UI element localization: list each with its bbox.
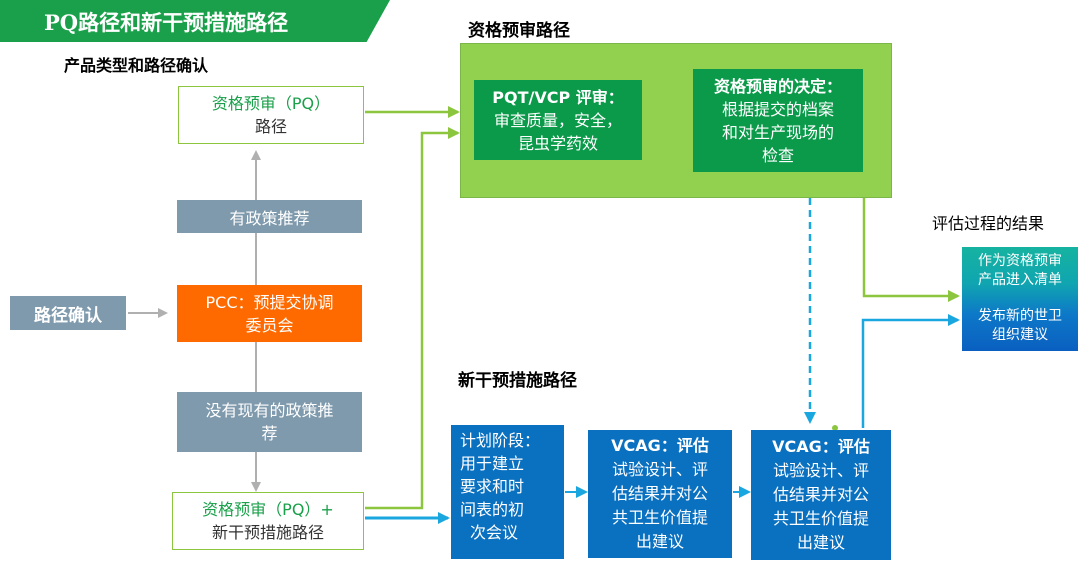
decision-line2: 根据提交的档案 [721,99,834,119]
pq-plus-line2: 新干预措施路径 [211,523,324,542]
vcag2-line5: 出建议 [796,533,845,552]
pqt-review-box: PQT/VCP 评审： 审查质量，安全， 昆虫学药效 [474,80,642,160]
arrow-vcag2-to-who [861,314,960,428]
vcag2-line4: 共卫生价值提 [772,509,869,528]
vcag2-line3: 估结果并对公 [772,485,869,504]
review-line1: PQT/VCP 评审： [492,87,624,107]
arrow-pqplus-to-pathway [365,127,460,510]
no-policy-line2: 荐 [261,424,278,443]
pcc-line2: 委员会 [245,315,294,335]
vcag1-line4: 共卫生价值提 [611,508,708,527]
planning-line4: 间表的初 [460,500,525,519]
pq-plus-new-box: 资格预审（PQ）+ 新干预措施路径 [172,492,364,550]
vcag2-line2: 试验设计、评 [772,461,869,480]
decision-line4: 检查 [761,145,794,165]
no-policy-box: 没有现有的政策推 荐 [177,392,362,452]
pq-plus-line1: 资格预审（PQ）+ [202,500,334,519]
pq-pathway-heading: 资格预审路径 [468,21,570,41]
new-pathway-heading: 新干预措施路径 [458,371,577,391]
outcome-listed-line2: 产品进入清单 [978,272,1062,288]
planning-line1: 计划阶段： [460,431,541,450]
vcag2-line1: VCAG：评估 [772,437,870,456]
vcag1-line3: 估结果并对公 [611,484,708,503]
pq-route-box: 资格预审（PQ） 路径 [178,86,364,144]
pcc-box: PCC：预提交协调 委员会 [177,285,362,342]
pq-route-line1: 资格预审（PQ） [211,94,331,113]
outcome-who-line2: 组织建议 [992,327,1048,343]
vcag-box-1: VCAG：评估 试验设计、评 估结果并对公 共卫生价值提 出建议 [588,430,732,558]
junction-dot [832,425,838,431]
vcag-box-2: VCAG：评估 试验设计、评 估结果并对公 共卫生价值提 出建议 [751,430,891,560]
vcag1-line2: 试验设计、评 [611,460,708,479]
arrow-pathway-to-listed [862,198,960,302]
pq-decision-box: 资格预审的决定： 根据提交的档案 和对生产现场的 检查 [693,69,863,172]
pq-route-line2: 路径 [254,117,287,136]
decision-line3: 和对生产现场的 [721,122,834,142]
review-line2: 审查质量，安全， [493,110,622,130]
title-banner: PQ路径和新干预措施路径 [0,0,390,42]
vcag1-line1: VCAG：评估 [611,436,709,455]
outcomes-heading: 评估过程的结果 [932,214,1045,233]
policy-recommended-box: 有政策推荐 [177,200,362,233]
pcc-line1: PCC：预提交协调 [205,292,334,312]
outcome-listed-line1: 作为资格预审 [978,253,1062,269]
route-confirm-box: 路径确认 [10,296,126,330]
outcome-box: 作为资格预审 产品进入清单 发布新的世卫 组织建议 [962,247,1078,351]
no-policy-line1: 没有现有的政策推 [205,401,334,420]
vcag1-line5: 出建议 [635,532,684,551]
planning-line5: 次会议 [470,523,519,542]
planning-line2: 用于建立 [460,454,525,473]
review-line3: 昆虫学药效 [517,133,598,153]
planning-box: 计划阶段： 用于建立 要求和时 间表的初 次会议 [451,425,564,559]
decision-line1: 资格预审的决定： [713,76,842,96]
left-section-heading: 产品类型和路径确认 [64,56,209,75]
page-title: PQ路径和新干预措施路径 [44,10,289,35]
planning-line3: 要求和时 [460,477,525,496]
outcome-who-line1: 发布新的世卫 [978,308,1062,324]
